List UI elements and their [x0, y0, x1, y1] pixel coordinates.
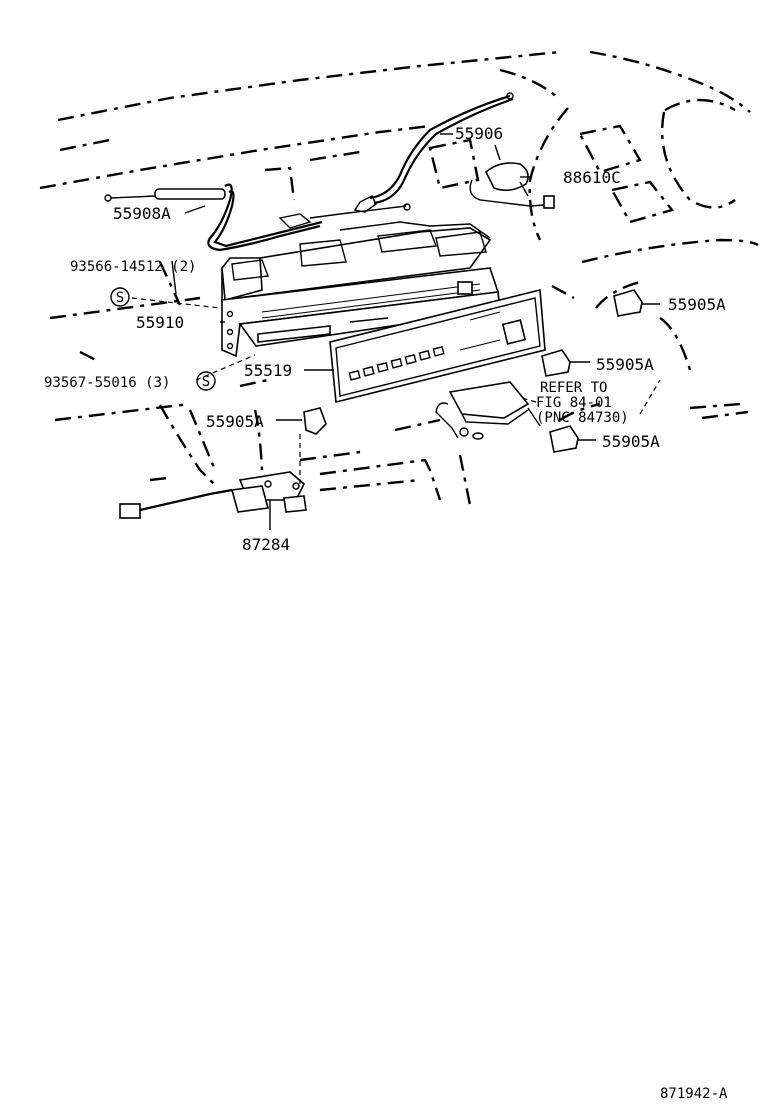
label-55905a-mid: 55905A: [596, 355, 654, 374]
label-55908a: 55908A: [113, 204, 171, 223]
control-cable-55908a: [104, 183, 341, 252]
label-55905a-left: 55905A: [206, 412, 264, 431]
referenced-sub-assembly: [435, 381, 541, 440]
svg-text:FIG 84-01: FIG 84-01: [536, 395, 612, 411]
label-93566-14512: 93566-14512 (2): [70, 259, 196, 275]
panel-buttons: [348, 346, 445, 381]
screw-symbol-upper: S: [110, 287, 130, 307]
reference-note: REFER TO FIG 84-01 (PNC 84730): [536, 380, 629, 426]
dashboard-outline: [39, 50, 759, 506]
label-55910: 55910: [136, 313, 184, 332]
label-87284: 87284: [242, 535, 290, 554]
screw-symbol-lower: S: [196, 371, 216, 391]
heater-control-assembly: [221, 221, 501, 358]
label-55906: 55906: [455, 124, 503, 143]
leader-lines: [131, 133, 661, 530]
knob-55905a-left: [303, 407, 327, 435]
diagram-id: 871942-A: [660, 1086, 728, 1102]
knob-55905a-mid: [541, 349, 571, 377]
sensor-88610c: [469, 162, 555, 209]
svg-text:S: S: [202, 374, 210, 390]
control-panel-55519: [329, 288, 546, 403]
label-93567-55016: 93567-55016 (3): [44, 375, 170, 391]
bracket-87284: [119, 471, 307, 519]
label-55905a-lower-right: 55905A: [602, 432, 660, 451]
svg-text:REFER TO: REFER TO: [540, 380, 607, 396]
label-55519: 55519: [244, 361, 292, 380]
svg-text:(PNC 84730): (PNC 84730): [536, 410, 629, 426]
control-cable-55906: [339, 92, 514, 215]
knob-55905a-right: [613, 289, 643, 317]
label-88610c: 88610C: [563, 168, 621, 187]
svg-text:S: S: [116, 290, 124, 306]
label-55905a-right: 55905A: [668, 295, 726, 314]
knob-55905a-lower-right: [549, 425, 579, 453]
